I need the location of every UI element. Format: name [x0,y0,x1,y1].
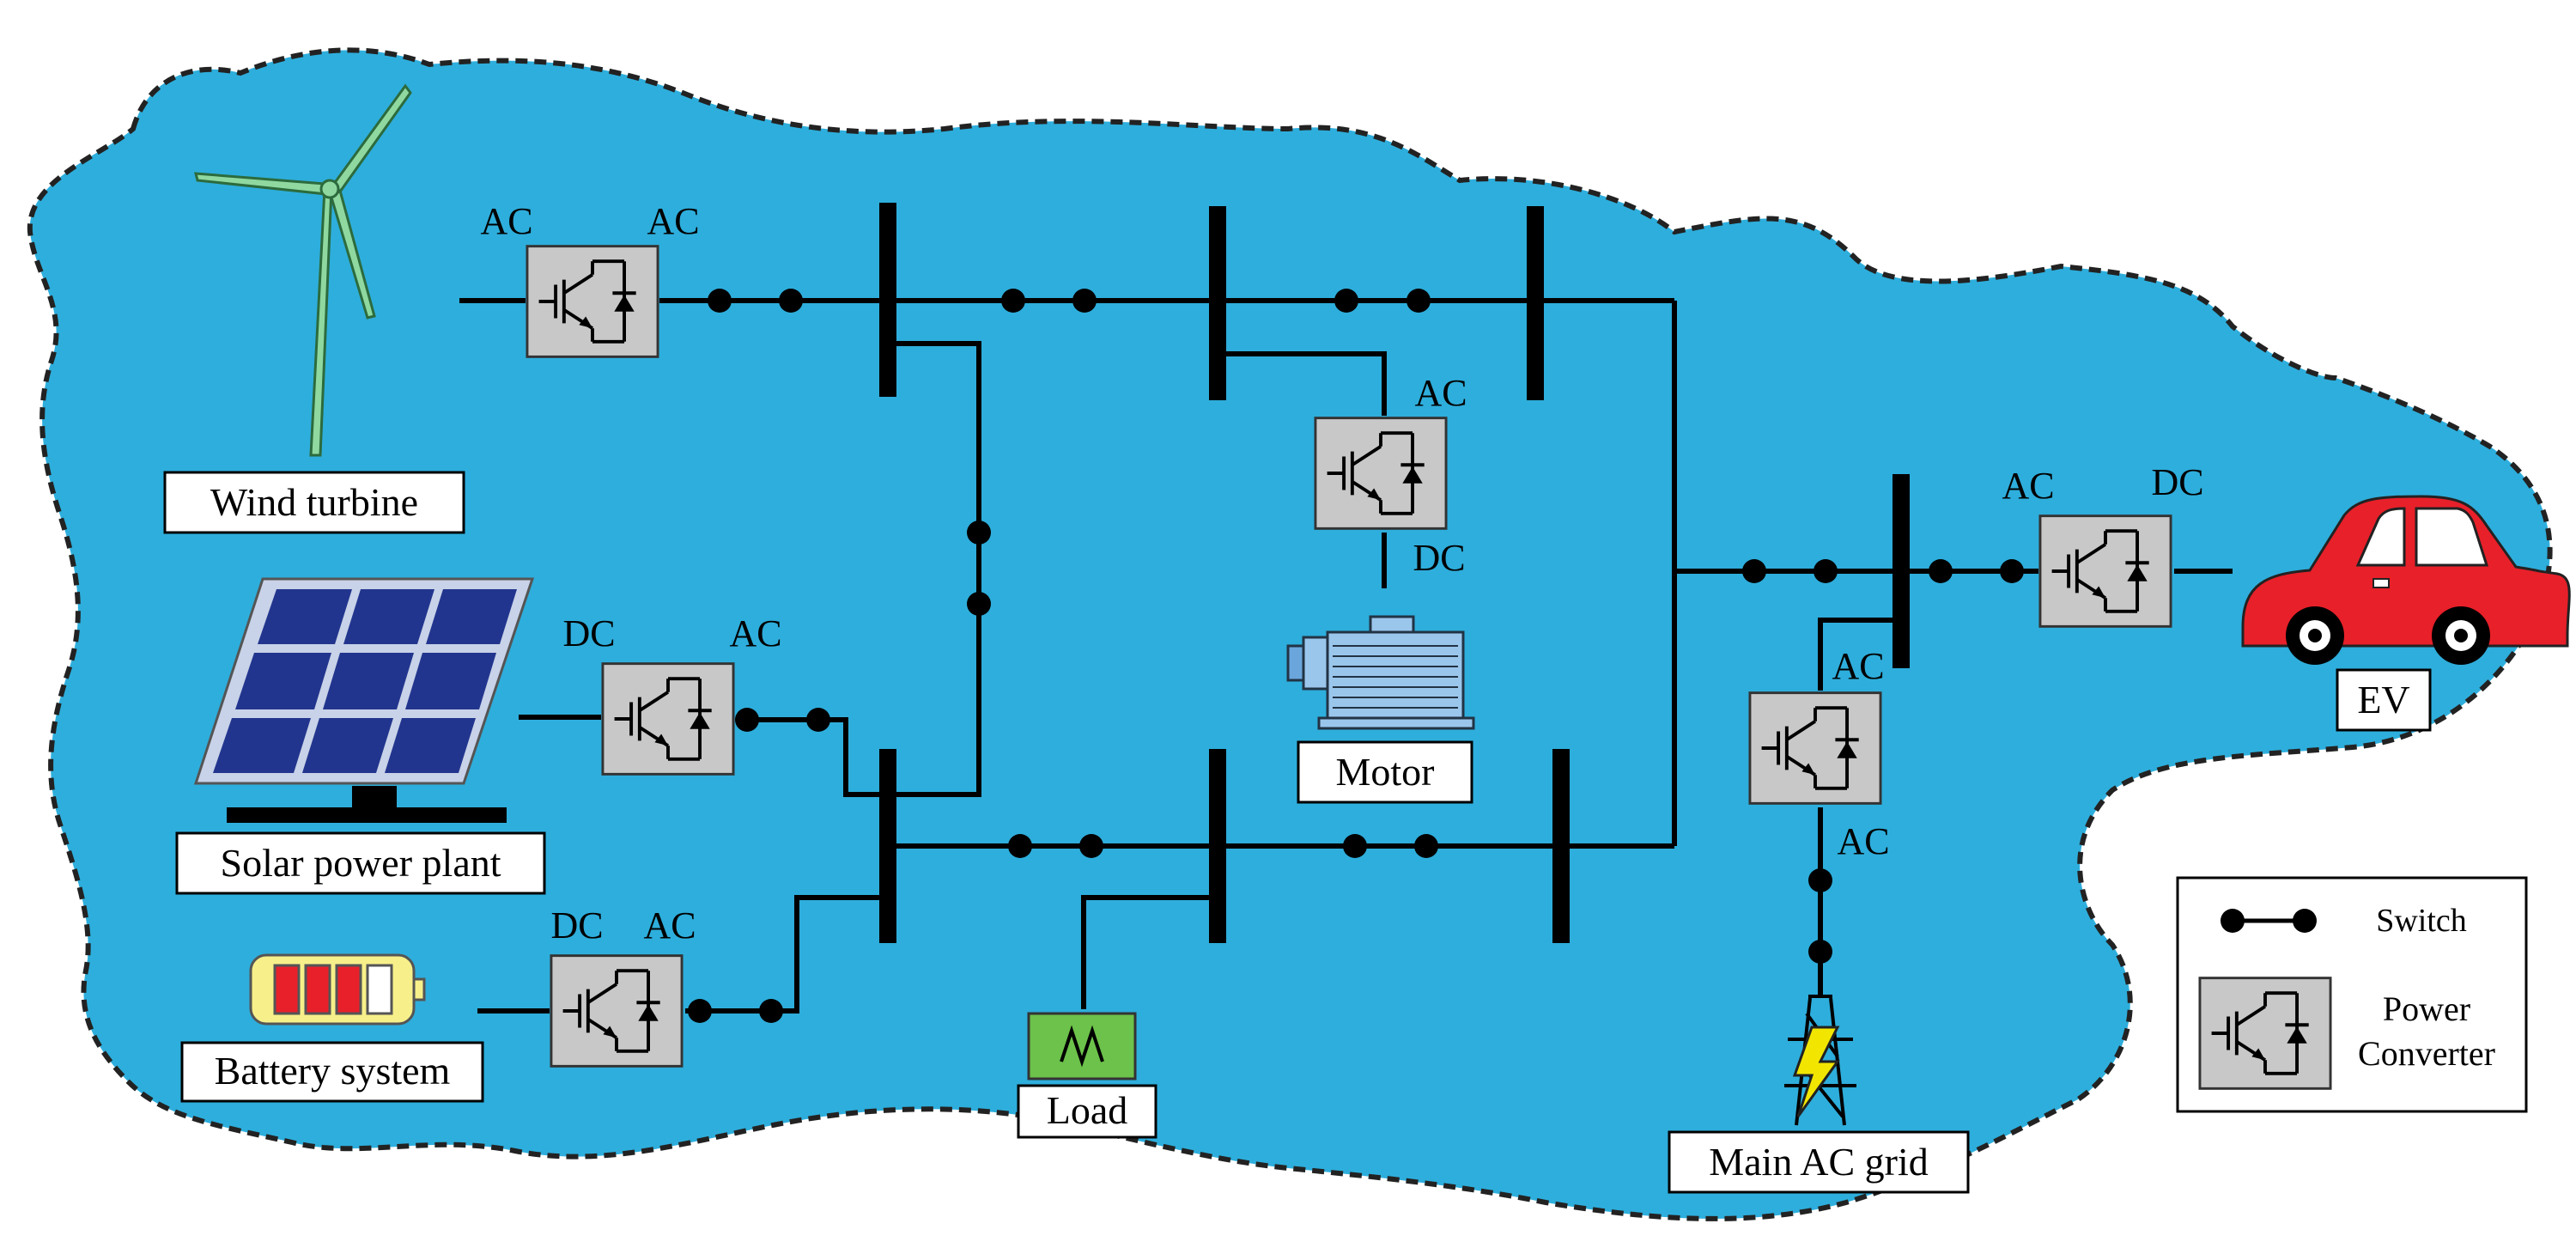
switch-icon[interactable] [1001,289,1025,313]
bus-bar [1527,206,1544,400]
grid-converter[interactable]: AC AC [1748,645,1890,862]
load-label-box [1017,1084,1157,1139]
ev-label-box [2336,668,2432,732]
transmission-tower-icon [1784,995,1856,1126]
switch-icon[interactable] [779,289,803,313]
wind-converter-in: AC [480,200,532,242]
load-label: Load [1047,1088,1128,1132]
switch-icon[interactable] [1814,559,1838,583]
switch-icon[interactable] [759,999,783,1023]
switch-icon[interactable] [1079,834,1103,858]
wind-converter[interactable]: AC AC [480,200,700,359]
switch-icon[interactable] [735,708,759,732]
wind-label-box [163,471,465,534]
switch-icon[interactable] [688,999,712,1023]
solar-converter-in: DC [562,612,615,654]
switch-icon[interactable] [1929,559,1953,583]
ev-converter[interactable]: AC DC [2002,461,2204,629]
switch-icon[interactable] [1072,289,1097,313]
motor-converter-in: AC [1414,372,1467,414]
battery-converter-out: AC [643,904,696,947]
switch-icon[interactable] [967,592,991,616]
solar-converter[interactable]: DC AC [562,612,782,776]
battery-label-box [180,1041,484,1103]
switch-icon [2293,909,2317,933]
wind-turbine-icon [194,83,526,457]
battery-icon [249,953,426,1026]
solar-label: Solar power plant [220,841,501,885]
solar-label-box [175,831,546,895]
wind-converter-out: AC [647,200,699,242]
bus-bar [1552,749,1570,943]
switch-icon[interactable] [1406,289,1431,313]
switch-icon[interactable] [1008,834,1032,858]
motor-converter[interactable]: AC DC [1314,372,1467,579]
switch-icon[interactable] [2000,559,2024,583]
motor-label-box [1297,740,1473,804]
switch-icon[interactable] [1808,940,1832,964]
switch-icon [2221,909,2245,933]
grid-label-box [1668,1130,1970,1194]
solar-panel-icon [193,577,535,823]
legend-converter-label-1: Power [2383,989,2470,1028]
resistive-load-icon [1027,1012,1137,1081]
wiring [459,298,2233,1014]
switch-icon[interactable] [708,289,732,313]
switch-icon[interactable] [806,708,830,732]
motor-icon [1286,615,1475,730]
ev-converter-in: AC [2002,465,2054,507]
car-icon [2241,495,2571,665]
bus-bar [879,749,896,943]
battery-converter-in: DC [550,904,603,947]
bus-bar [1209,749,1226,943]
battery-converter[interactable]: DC AC [550,904,696,1068]
switch-icon[interactable] [1808,868,1832,892]
grid-label: Main AC grid [1709,1140,1929,1184]
ev-converter-out: DC [2151,461,2203,503]
bus-bars [879,203,1910,943]
switch-icon[interactable] [1343,834,1367,858]
wind-label: Wind turbine [210,480,418,524]
igbt-diode-icon [2198,976,2332,1091]
motor-label: Motor [1336,750,1435,794]
switch-icon[interactable] [967,520,991,545]
ev-label: EV [2357,678,2409,721]
grid-converter-out: AC [1837,820,1889,862]
legend-switch-label: Switch [2376,903,2467,939]
solar-converter-out: AC [729,612,781,654]
bus-bar [1209,206,1226,400]
legend: Switch Power Converter [2176,876,2528,1113]
battery-label: Battery system [215,1049,451,1093]
legend-converter-label-2: Converter [2358,1034,2495,1073]
motor-converter-out: DC [1413,537,1465,579]
system-boundary [27,47,2553,1221]
switch-icon[interactable] [1334,289,1358,313]
grid-converter-in: AC [1832,645,1884,687]
switch-icon[interactable] [1742,559,1766,583]
switch-icon[interactable] [1414,834,1438,858]
switches [688,289,2024,1023]
bus-bar [1893,474,1910,668]
bus-bar [879,203,896,397]
